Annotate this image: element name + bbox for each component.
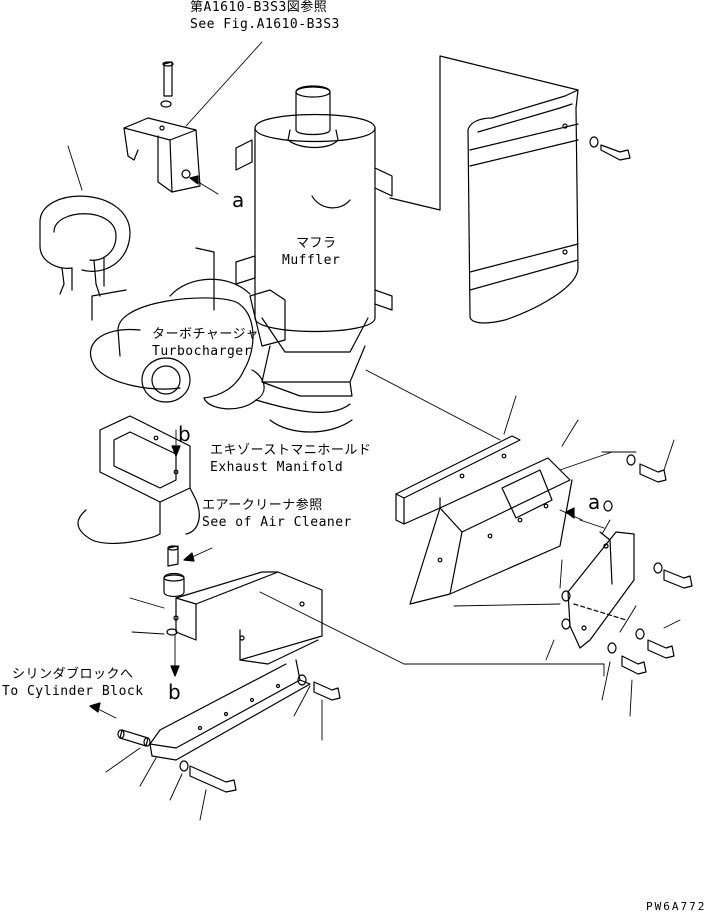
drawing-code: PW6A772 xyxy=(646,900,707,913)
pipe-clamp xyxy=(39,145,215,321)
side-bracket xyxy=(567,531,635,649)
cylinder-label-en: To Cylinder Block xyxy=(2,684,144,699)
leader-lines xyxy=(105,395,681,821)
exhaust-manifold xyxy=(77,399,353,544)
heat-shield xyxy=(389,55,579,324)
manifold-label-en: Exhaust Manifold xyxy=(210,460,344,475)
right-bolts xyxy=(561,454,693,675)
ref-fig-label-en: See Fig.A1610-B3S3 xyxy=(190,17,340,32)
aircleaner-label-en: See of Air Cleaner xyxy=(202,515,352,530)
shield-bolt xyxy=(589,136,631,161)
lower-bracket-bolts xyxy=(179,674,341,793)
turbo-label-jp: ターボチャージャ xyxy=(152,327,259,342)
lower-bracket xyxy=(149,571,323,761)
muffler-label-en: Muffler xyxy=(282,253,341,268)
view-marker-b-bottom: b xyxy=(168,680,181,704)
bracket-bolt-stack xyxy=(163,545,185,636)
mounting-plate xyxy=(395,435,573,605)
view-marker-b-mid: b xyxy=(178,422,191,446)
muffler xyxy=(235,85,393,397)
turbo-label-en: Turbocharger xyxy=(152,344,252,359)
cylinder-label-jp: シリンダブロックへ xyxy=(12,667,134,682)
view-marker-a-top: a xyxy=(232,188,245,212)
assembly-lines xyxy=(259,369,637,677)
muffler-label-jp: マフラ xyxy=(296,236,337,251)
manifold-label-jp: エキゾーストマニホールド xyxy=(210,443,372,458)
view-marker-a-right: a xyxy=(588,490,601,514)
aircleaner-label-jp: エアークリーナ参照 xyxy=(202,498,323,513)
dowel-pin xyxy=(117,729,151,747)
top-bracket xyxy=(123,61,201,193)
ref-fig-label-jp: 第A1610-B3S3図参照 xyxy=(190,0,328,15)
